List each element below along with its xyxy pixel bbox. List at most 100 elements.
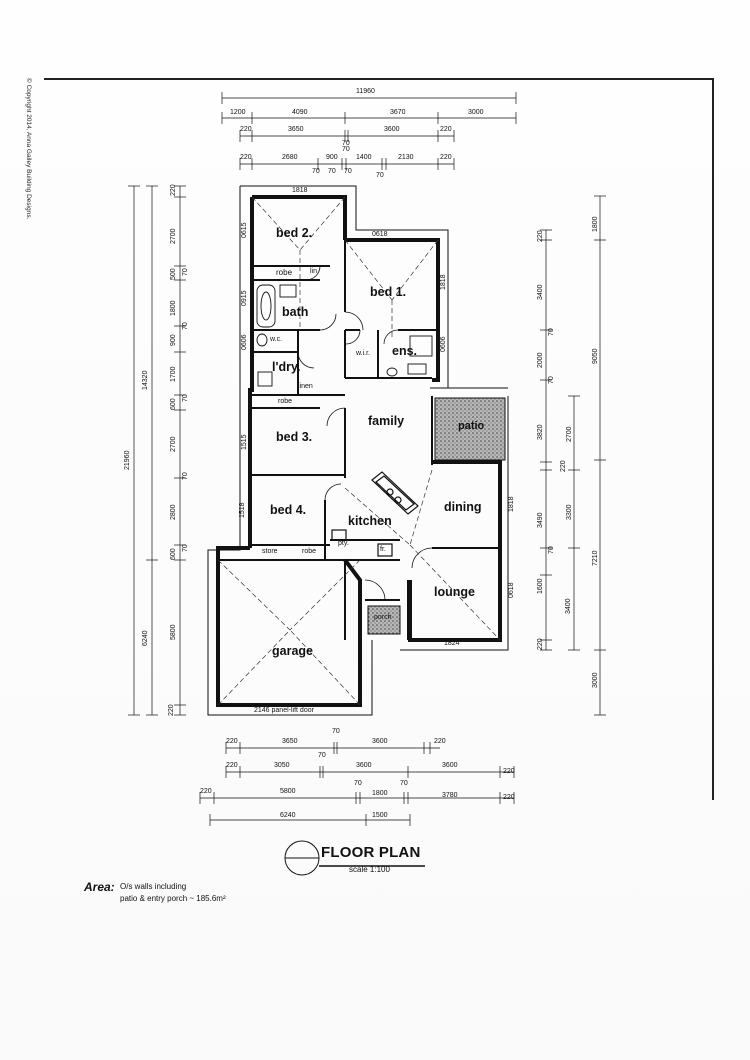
dim-left-chain-3: 1800 [170, 300, 177, 316]
dim-bottom-r3-3: 1800 [372, 790, 388, 797]
fixture-fridge: fr. [380, 546, 386, 553]
dimension-lines [128, 92, 606, 826]
dim-top-overall: 11960 [356, 88, 375, 95]
room-bath: bath [282, 305, 309, 319]
dim-bottom-r4-1: 1500 [372, 812, 388, 819]
dim-bottom-r2-4: 3600 [442, 762, 458, 769]
dim-top-row3-4: 220 [440, 126, 452, 133]
dim-top-small-2: 70 [342, 146, 350, 153]
shower [409, 335, 433, 357]
dim-left-overall: 21960 [124, 450, 131, 470]
window-left-bed2: 0615 [241, 222, 248, 238]
door-ens [383, 329, 399, 345]
dim-bottom-r2-1: 3050 [274, 762, 290, 769]
door-entry [364, 579, 386, 601]
dim-bottom-r1-1: 3650 [282, 738, 298, 745]
dim-bottom-r1-3: 3600 [372, 738, 388, 745]
room-ens: ens. [392, 344, 418, 358]
dim-top-row4-7: 220 [440, 154, 452, 161]
door-ldry [297, 351, 315, 369]
dim-left-chain-5: 1700 [170, 366, 177, 382]
dim-right-outer-1: 9050 [592, 348, 599, 364]
dim-bottom-r2-0: 220 [226, 762, 238, 769]
dim-left-main: 14320 [142, 370, 149, 390]
dim-bottom-r2-2: 70 [318, 752, 326, 759]
garage-door-label: 2146 panel-lift door [254, 707, 314, 714]
bath-fixtures [256, 284, 433, 387]
dim-right-chain-8: 70 [548, 546, 555, 554]
room-ldry: l'dry. [272, 360, 301, 374]
door-bed4 [324, 483, 342, 501]
dim-right-chain-10: 3400 [565, 598, 572, 614]
ens-toilet [386, 367, 398, 377]
area-note: Area: O/s walls including patio & entry … [84, 880, 324, 910]
dim-right-chain-2: 70 [548, 328, 555, 336]
dim-bottom-r1-4: 220 [434, 738, 446, 745]
dim-bottom-r3-0: 220 [200, 788, 212, 795]
dim-top-row3-0: 220 [240, 126, 252, 133]
fixture-wir: w.i.r. [356, 350, 371, 357]
dim-right-outer-2: 7210 [592, 550, 599, 566]
dim-right-outer-3: 3000 [592, 672, 599, 688]
dim-bottom-r4-0: 6240 [280, 812, 296, 819]
door-bed3 [326, 407, 346, 427]
door-wir [345, 329, 361, 345]
patio-hatch [434, 397, 506, 461]
room-garage: garage [272, 644, 313, 658]
dim-bottom-r1-2: 70 [332, 728, 340, 735]
dim-bottom-r1-0: 220 [226, 738, 238, 745]
area-line1: O/s walls including [120, 882, 187, 891]
sheet-border-top [44, 78, 714, 80]
dim-left-chain-7: 2700 [170, 436, 177, 452]
wall-garage [216, 546, 362, 707]
sheet-border-right [712, 78, 714, 800]
window-top-bed1: 0618 [372, 231, 388, 238]
wall-bed1-outline [345, 238, 440, 382]
dim-bottom-r2-3: 3600 [356, 762, 372, 769]
dim-top-row4-5: 70 [376, 172, 384, 179]
dim-left-chain-1: 2700 [170, 228, 177, 244]
dim-top-row2-0: 1200 [230, 109, 246, 116]
room-bed3: bed 3. [276, 430, 313, 444]
dim-top-row3-2: 70 [342, 140, 350, 147]
window-right-dining: 1818 [508, 496, 515, 512]
dim-left-small-3: 70 [182, 544, 189, 552]
fixture-linen: linen [298, 383, 313, 390]
room-bed1: bed 1. [370, 285, 407, 299]
toilet-wc [256, 333, 268, 347]
window-top-bed2: 1818 [292, 187, 308, 194]
dim-left-chain-10: 600 [170, 548, 177, 560]
room-porch: porch [374, 614, 392, 621]
dim-left-small-1: 70 [182, 322, 189, 330]
window-left-bath: 0915 [241, 290, 248, 306]
dim-top-row4-4: 1400 [356, 154, 372, 161]
door-bath [319, 313, 337, 331]
fixture-wc: w.c. [270, 336, 283, 343]
dim-bottom-r3-1: 5800 [280, 788, 296, 795]
window-right-ens: 0606 [440, 336, 447, 352]
dim-top-small-1: 70 [328, 168, 336, 175]
room-family: family [368, 414, 405, 428]
fixture-robe-bed2: robe [276, 268, 293, 277]
title-symbol [284, 840, 425, 876]
laundry-tub [257, 371, 273, 387]
ens-vanity [407, 363, 427, 375]
dim-right-chain-0: 220 [537, 230, 544, 242]
door-bed1 [344, 311, 364, 331]
dim-right-mid-0: 2700 [566, 426, 573, 442]
dim-left-chain-12: 220 [168, 704, 175, 716]
dim-top-row4-3: 70 [344, 168, 352, 175]
fixture-store: store [262, 548, 278, 555]
dim-top-small-0: 70 [312, 168, 320, 175]
bathtub [256, 284, 276, 328]
dim-right-outer-0: 1800 [592, 216, 599, 232]
window-bottom-lounge: 1824 [444, 640, 460, 647]
dim-left-small-2: 70 [182, 394, 189, 402]
dim-bottom-r3-4: 70 [400, 780, 408, 787]
internal-walls [218, 240, 500, 640]
dim-top-row2-1: 4090 [292, 109, 308, 116]
window-left-wc: 0606 [241, 334, 248, 350]
dim-top-row4-6: 2130 [398, 154, 414, 161]
dim-right-chain-9: 1600 [537, 578, 544, 594]
